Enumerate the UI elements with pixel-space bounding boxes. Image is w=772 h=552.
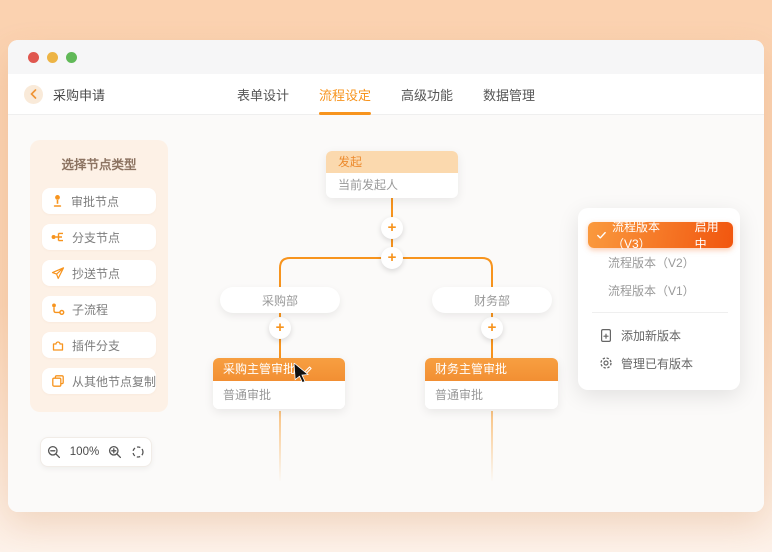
copy-icon	[52, 375, 64, 387]
app-window: 采购申请 表单设计 流程设定 高级功能 数据管理 选择节点类型	[8, 40, 764, 512]
page-title: 采购申请	[53, 87, 106, 103]
puzzle-icon	[52, 341, 64, 351]
sidebar-item-subflow[interactable]: 子流程	[42, 296, 156, 322]
fit-view-button[interactable]	[131, 445, 145, 459]
sidebar-item-label: 从其他节点复制	[72, 374, 157, 389]
canvas-zoom-toolbar: 100%	[40, 437, 152, 467]
chevron-left-icon	[30, 89, 37, 99]
version-item-v3-active[interactable]: 流程版本（V3） 启用中	[588, 220, 733, 251]
add-node-button-left-branch[interactable]	[269, 317, 291, 339]
sidebar-item-label: 插件分支	[72, 338, 121, 353]
zoom-in-button[interactable]	[108, 445, 122, 459]
approval-node-finance-manager[interactable]: 财务主管审批 普通审批	[425, 358, 558, 409]
flow-canvas[interactable]: 选择节点类型 审批节点 分支节点 抄送节点 子流程 插件分支	[8, 115, 764, 512]
approval-node-subtitle: 普通审批	[425, 381, 558, 409]
manage-versions-button[interactable]: 管理已有版本	[578, 349, 740, 377]
zoom-out-icon	[47, 445, 60, 459]
add-node-button[interactable]	[381, 217, 403, 239]
close-button[interactable]	[28, 51, 39, 63]
window-titlebar	[8, 40, 764, 74]
branch-icon	[51, 232, 63, 242]
start-node-subtitle: 当前发起人	[338, 178, 399, 192]
tab-label: 高级功能	[401, 88, 454, 103]
sidebar-item-plugin-branch[interactable]: 插件分支	[42, 332, 156, 358]
sidebar-item-branch-node[interactable]: 分支节点	[42, 224, 156, 250]
edit-pencil-icon[interactable]	[301, 364, 313, 376]
tab-advanced[interactable]: 高级功能	[401, 74, 453, 115]
paper-plane-icon	[51, 267, 65, 279]
subflow-icon	[52, 303, 65, 315]
tab-label: 数据管理	[483, 88, 536, 103]
zoom-level-label: 100%	[69, 446, 100, 458]
approval-node-purchasing-manager[interactable]: 采购主管审批 普通审批	[213, 358, 345, 409]
node-type-panel-title: 选择节点类型	[61, 158, 137, 172]
top-navbar: 采购申请 表单设计 流程设定 高级功能 数据管理	[8, 74, 764, 115]
gear-icon	[600, 357, 612, 369]
sidebar-item-copy-from-node[interactable]: 从其他节点复制	[42, 368, 156, 394]
active-tab-underline	[318, 112, 371, 115]
approval-node-subtitle: 普通审批	[213, 381, 345, 409]
approval-node-title: 财务主管审批	[435, 362, 508, 376]
stamp-icon	[53, 195, 62, 207]
tab-data-management[interactable]: 数据管理	[483, 74, 535, 115]
condition-label: 采购部	[261, 293, 298, 308]
divider	[592, 312, 728, 313]
add-version-button[interactable]: 添加新版本	[578, 321, 740, 349]
version-panel: 流程版本（V3） 启用中 流程版本（V2） 流程版本（V1） 添加新版本 管理已…	[578, 208, 740, 390]
zoom-out-button[interactable]	[47, 445, 61, 459]
action-label: 添加新版本	[621, 328, 682, 343]
sidebar-item-approval-node[interactable]: 审批节点	[42, 188, 156, 214]
sidebar-item-cc-node[interactable]: 抄送节点	[42, 260, 156, 286]
action-label: 管理已有版本	[621, 356, 694, 371]
tab-flow-settings[interactable]: 流程设定	[318, 74, 371, 115]
version-status-badge: 启用中	[694, 220, 719, 251]
node-type-panel: 选择节点类型 审批节点 分支节点 抄送节点 子流程 插件分支	[30, 140, 168, 412]
add-document-icon	[600, 328, 612, 342]
start-node[interactable]: 发起 当前发起人	[326, 151, 458, 198]
version-item-v2[interactable]: 流程版本（V2）	[578, 248, 740, 276]
start-node-title: 发起	[326, 151, 458, 173]
locate-icon	[132, 446, 144, 458]
sidebar-item-label: 抄送节点	[72, 266, 121, 281]
version-label: 流程版本（V3）	[611, 220, 660, 251]
check-icon	[597, 231, 606, 239]
sidebar-item-label: 分支节点	[72, 230, 121, 245]
add-branch-button[interactable]	[381, 247, 403, 269]
back-button[interactable]	[24, 84, 43, 104]
sidebar-item-label: 审批节点	[71, 194, 120, 209]
add-node-button-right-branch[interactable]	[481, 317, 503, 339]
tab-bar: 表单设计 流程设定 高级功能 数据管理	[237, 74, 535, 115]
version-label: 流程版本（V2）	[608, 255, 695, 270]
version-item-v1[interactable]: 流程版本（V1）	[578, 276, 740, 304]
condition-label: 财务部	[473, 293, 510, 308]
version-label: 流程版本（V1）	[608, 283, 695, 298]
approval-node-title: 采购主管审批	[223, 362, 296, 376]
tab-form-design[interactable]: 表单设计	[237, 74, 289, 115]
zoom-in-icon	[109, 445, 122, 459]
tab-label: 流程设定	[318, 88, 371, 103]
condition-node-finance[interactable]: 财务部	[432, 287, 552, 313]
maximize-button[interactable]	[66, 51, 77, 63]
minimize-button[interactable]	[47, 51, 58, 63]
condition-node-purchasing[interactable]: 采购部	[220, 287, 340, 313]
sidebar-item-label: 子流程	[72, 302, 109, 317]
tab-label: 表单设计	[236, 88, 289, 103]
